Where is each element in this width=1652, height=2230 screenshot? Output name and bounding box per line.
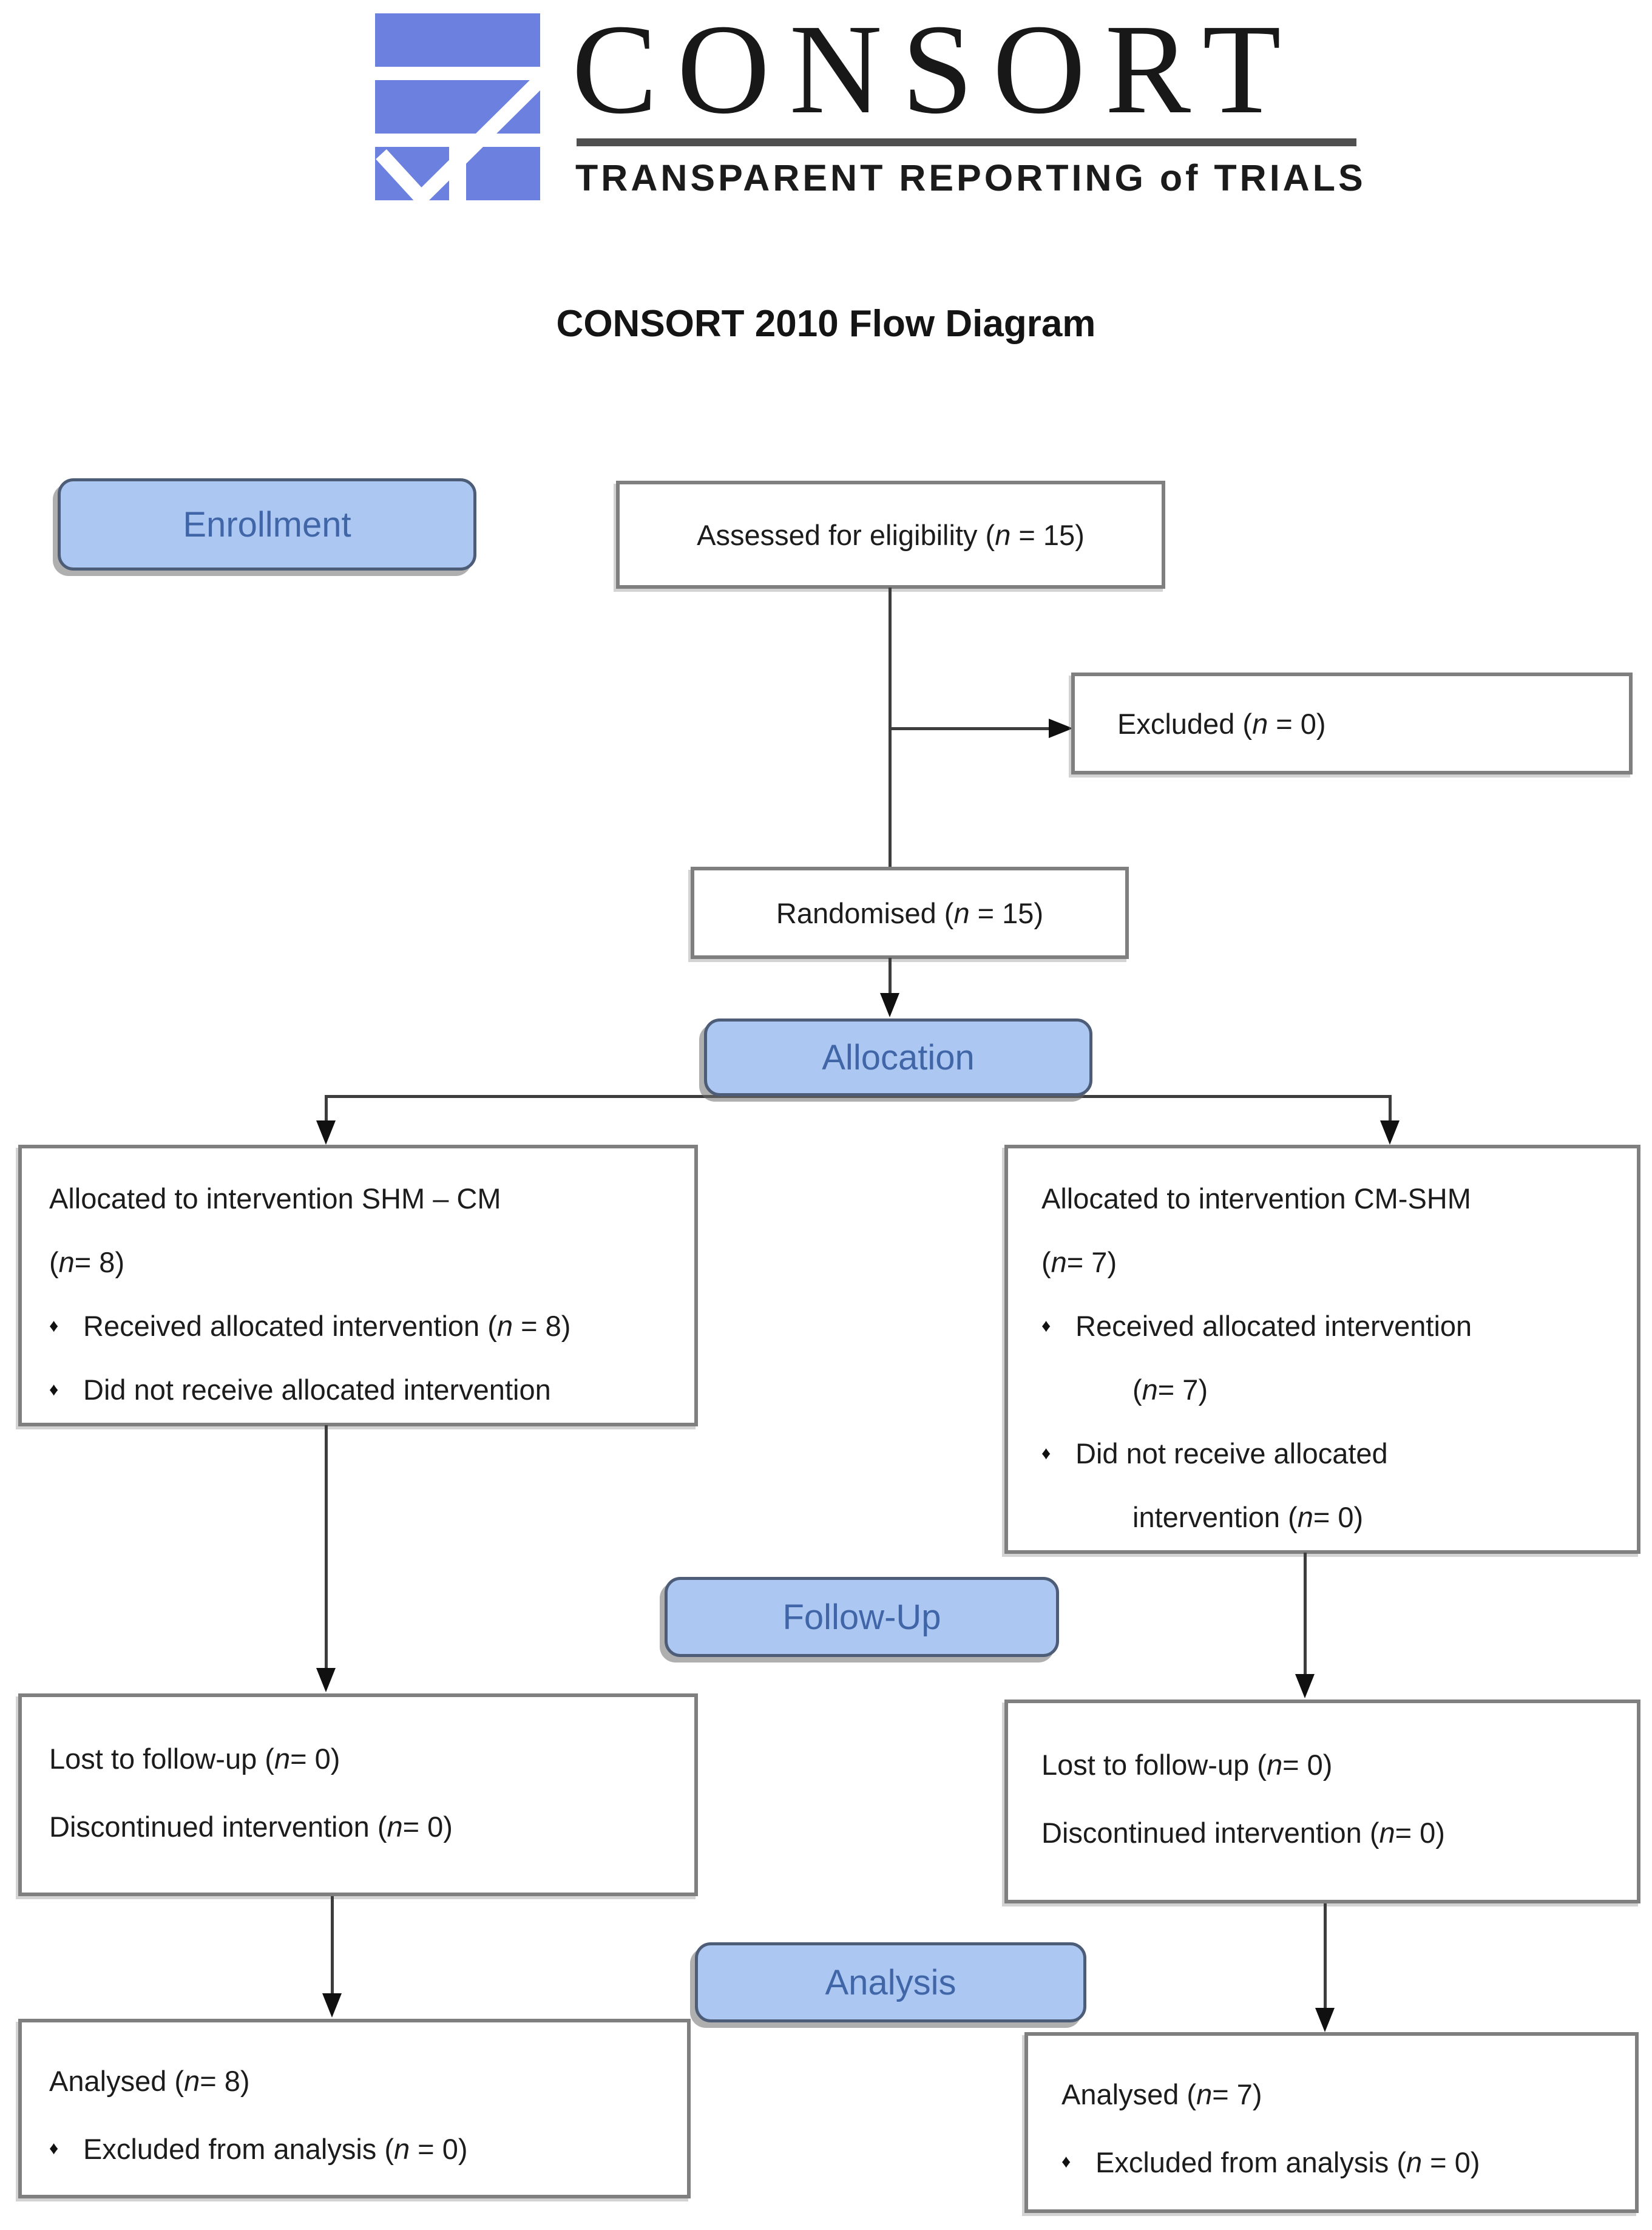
analysis-left-bullet1: ♦ Excluded from analysis (n = 0) <box>49 2115 663 2183</box>
allocation-left-bullet2: ♦ Did not receive allocated intervention <box>49 1358 670 1422</box>
allocation-left-bullet2-text: Did not receive allocated intervention <box>83 1374 551 1406</box>
followup-right-box: Lost to follow-up (n = 0) Discontinued i… <box>1004 1700 1640 1903</box>
followup-left-line1: Lost to follow-up (n = 0) <box>49 1742 340 1775</box>
bullet-icon: ♦ <box>49 1315 59 1336</box>
randomised-box: Randomised (n = 15) <box>691 867 1129 959</box>
followup-right-line1: Lost to follow-up (n = 0) <box>1041 1748 1333 1781</box>
connector-allocation-right-drop <box>1389 1095 1392 1123</box>
bullet-icon: ♦ <box>49 1379 59 1400</box>
connector-excluded-branch <box>889 727 1051 730</box>
analysis-right-bullet1: ♦ Excluded from analysis (n = 0) <box>1061 2128 1611 2196</box>
followup-left-line2: Discontinued intervention (n = 0) <box>49 1810 453 1843</box>
allocation-right-title: Allocated to intervention CM-SHM <box>1041 1182 1471 1215</box>
connector-right-alloc-followup <box>1304 1553 1307 1676</box>
allocation-right-bullet2: ♦ Did not receive allocated <box>1041 1422 1613 1485</box>
page-title: CONSORT 2010 Flow Diagram <box>556 303 1096 345</box>
allocation-right-bullet1-cont: (n = 7) <box>1132 1374 1208 1406</box>
analysis-stage-banner: Analysis <box>695 1942 1086 2022</box>
followup-left-box: Lost to follow-up (n = 0) Discontinued i… <box>18 1693 698 1896</box>
allocation-left-title: Allocated to intervention SHM – CM <box>49 1182 501 1215</box>
consort-checkmark-icon <box>375 13 540 203</box>
arrowhead-allocation-left <box>316 1120 336 1145</box>
arrowhead-excluded <box>1049 719 1073 738</box>
allocation-right-bullet1: ♦ Received allocated intervention <box>1041 1294 1613 1358</box>
connector-right-followup-analysis <box>1324 1903 1327 2009</box>
bullet-icon: ♦ <box>1041 1443 1051 1463</box>
analysis-right-title: Analysed (n = 7) <box>1061 2078 1262 2110</box>
excluded-text: Excluded (n = 0) <box>1117 707 1326 740</box>
allocation-right-box: Allocated to intervention CM-SHM (n = 7)… <box>1004 1145 1640 1554</box>
allocation-left-bullet1-text: Received allocated intervention (n = 8) <box>83 1310 571 1342</box>
allocation-left-box: Allocated to intervention SHM – CM (n = … <box>18 1145 698 1426</box>
analysis-right-bullet1-text: Excluded from analysis (n = 0) <box>1095 2146 1480 2178</box>
assessed-text: Assessed for eligibility (n = 15) <box>697 518 1085 551</box>
bullet-icon: ♦ <box>1041 1315 1051 1336</box>
allocation-left-n: (n = 8) <box>49 1246 125 1278</box>
connector-allocation-branch <box>325 1095 1391 1098</box>
analysis-left-title: Analysed (n = 8) <box>49 2064 250 2097</box>
analysis-left-bullet1-text: Excluded from analysis (n = 0) <box>83 2132 468 2165</box>
allocation-right-n: (n = 7) <box>1041 1246 1117 1278</box>
bullet-icon: ♦ <box>1061 2152 1071 2172</box>
arrowhead-followup-left <box>316 1668 336 1692</box>
allocation-stage-label: Allocation <box>822 1037 975 1077</box>
arrowhead-followup-right <box>1295 1674 1315 1698</box>
allocation-right-bullet2-cont: intervention (n = 0) <box>1132 1501 1364 1533</box>
arrowhead-analysis-left <box>322 1993 342 2018</box>
arrowhead-analysis-right <box>1315 2008 1335 2032</box>
connector-allocation-left-drop <box>325 1095 328 1123</box>
allocation-left-bullet1: ♦ Received allocated intervention (n = 8… <box>49 1294 670 1358</box>
brand-wordmark: CONSORT <box>572 0 1301 140</box>
analysis-stage-label: Analysis <box>825 1962 956 2002</box>
enrollment-stage-banner: Enrollment <box>58 478 476 571</box>
bullet-icon: ♦ <box>49 2138 59 2158</box>
brand-divider <box>577 138 1356 146</box>
excluded-box: Excluded (n = 0) <box>1071 673 1633 774</box>
brand-tagline: TRANSPARENT REPORTING of TRIALS <box>575 157 1366 198</box>
enrollment-stage-label: Enrollment <box>183 504 351 544</box>
assessed-for-eligibility-box: Assessed for eligibility (n = 15) <box>616 481 1165 589</box>
allocation-right-bullet2-text: Did not receive allocated <box>1075 1437 1388 1469</box>
arrowhead-allocation-right <box>1380 1120 1400 1145</box>
randomised-text: Randomised (n = 15) <box>776 896 1044 929</box>
followup-right-line2: Discontinued intervention (n = 0) <box>1041 1816 1445 1849</box>
followup-stage-label: Follow-Up <box>782 1597 941 1637</box>
arrowhead-allocation <box>880 993 899 1017</box>
followup-stage-banner: Follow-Up <box>665 1577 1059 1657</box>
connector-left-followup-analysis <box>331 1896 334 1994</box>
allocation-stage-banner: Allocation <box>704 1018 1092 1096</box>
analysis-right-box: Analysed (n = 7) ♦ Excluded from analysi… <box>1024 2032 1639 2213</box>
connector-left-alloc-followup <box>325 1425 328 1670</box>
analysis-left-box: Analysed (n = 8) ♦ Excluded from analysi… <box>18 2019 691 2198</box>
allocation-right-bullet1-text: Received allocated intervention <box>1075 1310 1472 1342</box>
connector-randomised-allocation <box>889 958 892 995</box>
